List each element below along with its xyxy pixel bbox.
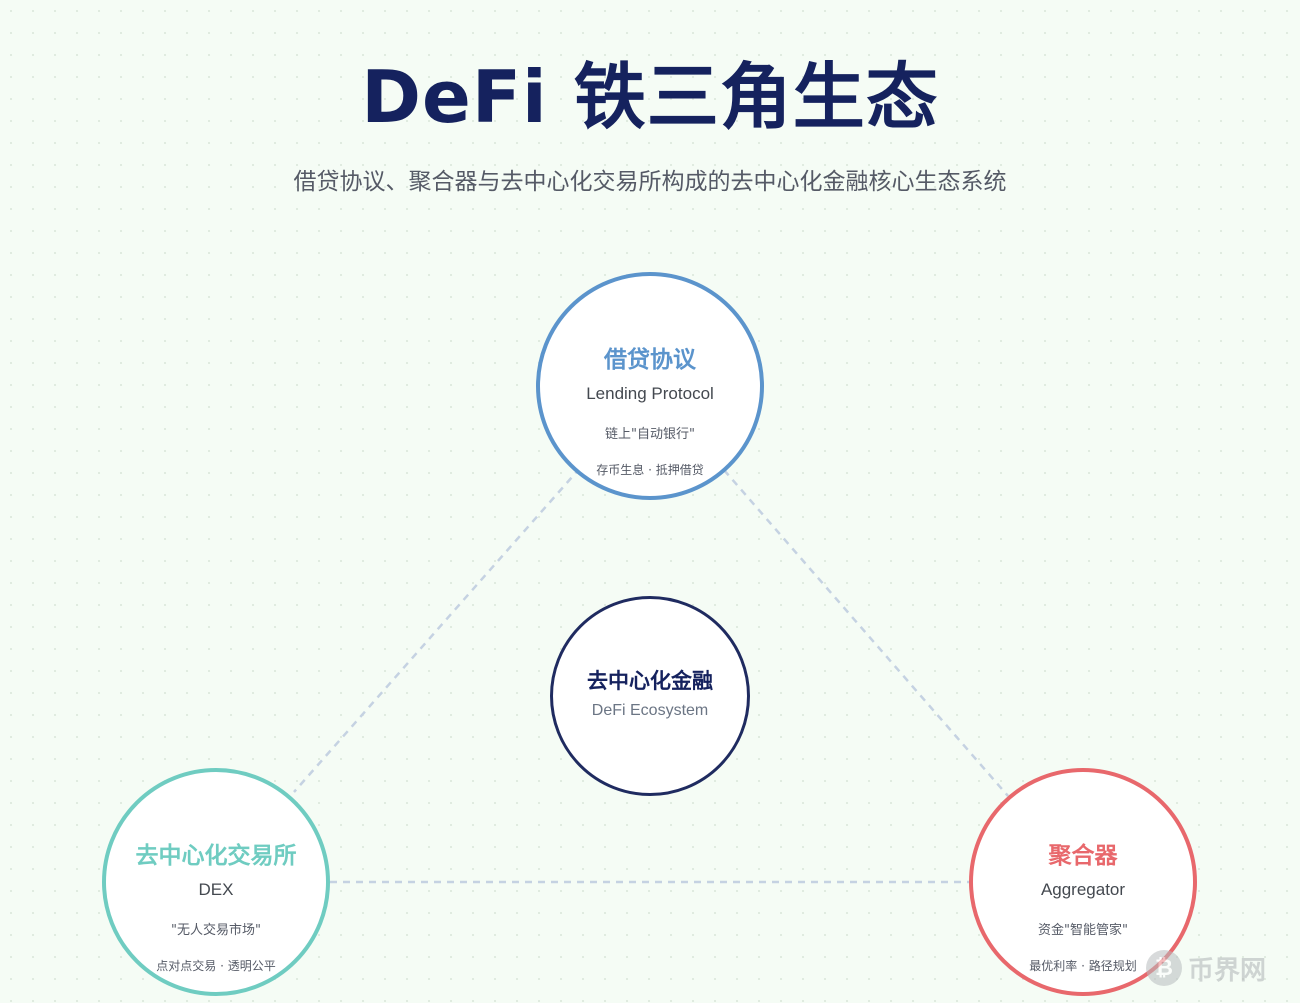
connector-lending-dex [293,467,581,793]
page-subtitle: 借贷协议、聚合器与去中心化交易所构成的去中心化金融核心生态系统 [293,169,1007,195]
page-title: DeFi 铁三角生态 [361,55,939,139]
dex-node-title: 去中心化交易所 [135,843,297,869]
connector-lending-aggregator [723,469,1009,797]
center-node-title: 去中心化金融 [587,669,713,693]
aggregator-node-english: Aggregator [1040,880,1126,899]
aggregator-node-detail: 最优利率 · 路径规划 [1029,959,1137,973]
aggregator-node-title: 聚合器 [1048,843,1118,869]
dex-node-tagline: "无人交易市场" [171,923,261,938]
lending-node-detail: 存币生息 · 抵押借贷 [596,463,704,477]
lending-node-tagline: 链上"自动银行" [605,427,695,442]
watermark-logo: ₿ 币界网 [1146,945,1296,991]
watermark-text: 币界网 [1188,955,1267,986]
lending-protocol-node: 借贷协议 Lending Protocol 链上"自动银行" 存币生息 · 抵押… [536,272,764,500]
center-node-english: DeFi Ecosystem [591,702,709,719]
dex-node-english: DEX [198,880,234,899]
aggregator-node-tagline: 资金"智能管家" [1038,923,1128,938]
defi-center-node: 去中心化金融 DeFi Ecosystem [550,596,750,796]
bitcoin-coin-icon: ₿ [1146,950,1182,986]
lending-node-title: 借贷协议 [604,347,696,373]
dex-node-detail: 点对点交易 · 透明公平 [156,959,276,973]
lending-node-english: Lending Protocol [586,384,714,403]
dex-node: 去中心化交易所 DEX "无人交易市场" 点对点交易 · 透明公平 [102,768,330,996]
